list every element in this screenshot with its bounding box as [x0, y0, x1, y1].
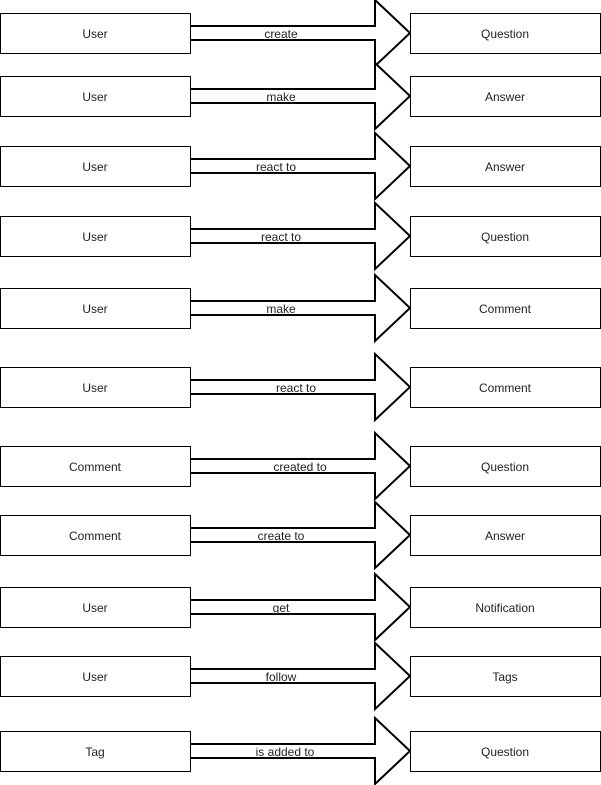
source-entity-box — [0, 587, 191, 628]
relation-label: create to — [258, 529, 305, 543]
source-entity-box — [0, 367, 191, 408]
source-entity-box — [0, 13, 191, 54]
target-entity-label: Answer — [485, 90, 525, 104]
target-entity-label: Comment — [479, 381, 532, 395]
target-entity-box — [410, 515, 601, 556]
relation-label: create — [264, 27, 298, 41]
relation-label: follow — [266, 670, 297, 684]
target-entity-box — [410, 446, 601, 487]
source-entity-label: Tag — [85, 745, 104, 759]
relation-arrow — [189, 430, 412, 502]
relation-arrow — [189, 499, 412, 571]
relation-label: get — [273, 601, 290, 615]
source-entity-box — [0, 656, 191, 697]
relation-arrow — [189, 351, 412, 423]
relation-arrow — [189, 200, 412, 272]
source-entity-box — [0, 216, 191, 257]
source-entity-box — [0, 515, 191, 556]
target-entity-box — [410, 76, 601, 117]
source-entity-label: User — [82, 230, 107, 244]
target-entity-box — [410, 367, 601, 408]
source-entity-label: User — [82, 90, 107, 104]
relation-arrow — [189, 272, 412, 344]
target-entity-label: Question — [481, 460, 529, 474]
source-entity-label: User — [82, 27, 107, 41]
source-entity-label: Comment — [69, 529, 122, 543]
source-entity-box — [0, 146, 191, 187]
relation-label: make — [266, 90, 296, 104]
target-entity-box — [410, 288, 601, 329]
source-entity-box — [0, 288, 191, 329]
target-entity-box — [410, 587, 601, 628]
target-entity-label: Question — [481, 745, 529, 759]
target-entity-label: Question — [481, 230, 529, 244]
target-entity-label: Tags — [492, 670, 517, 684]
relation-arrow — [189, 640, 412, 712]
relation-arrow — [189, 715, 412, 785]
target-entity-label: Notification — [475, 601, 534, 615]
relation-arrow — [189, 571, 412, 643]
relation-label: created to — [273, 460, 327, 474]
target-entity-label: Answer — [485, 529, 525, 543]
relation-label: is added to — [256, 745, 315, 759]
relation-arrow — [189, 130, 412, 202]
source-entity-label: User — [82, 601, 107, 615]
target-entity-box — [410, 656, 601, 697]
relation-label: react to — [261, 230, 301, 244]
relation-arrow — [189, 60, 412, 132]
target-entity-label: Question — [481, 27, 529, 41]
target-entity-box — [410, 731, 601, 772]
source-entity-label: User — [82, 302, 107, 316]
target-entity-label: Comment — [479, 302, 532, 316]
source-entity-label: Comment — [69, 460, 122, 474]
relation-arrow — [189, 0, 412, 69]
source-entity-box — [0, 731, 191, 772]
source-entity-box — [0, 76, 191, 117]
relation-label: make — [266, 302, 296, 316]
source-entity-label: User — [82, 381, 107, 395]
relation-label: react to — [256, 160, 296, 174]
relation-label: react to — [276, 381, 316, 395]
target-entity-label: Answer — [485, 160, 525, 174]
target-entity-box — [410, 146, 601, 187]
target-entity-box — [410, 216, 601, 257]
source-entity-label: User — [82, 160, 107, 174]
target-entity-box — [410, 13, 601, 54]
source-entity-label: User — [82, 670, 107, 684]
source-entity-box — [0, 446, 191, 487]
